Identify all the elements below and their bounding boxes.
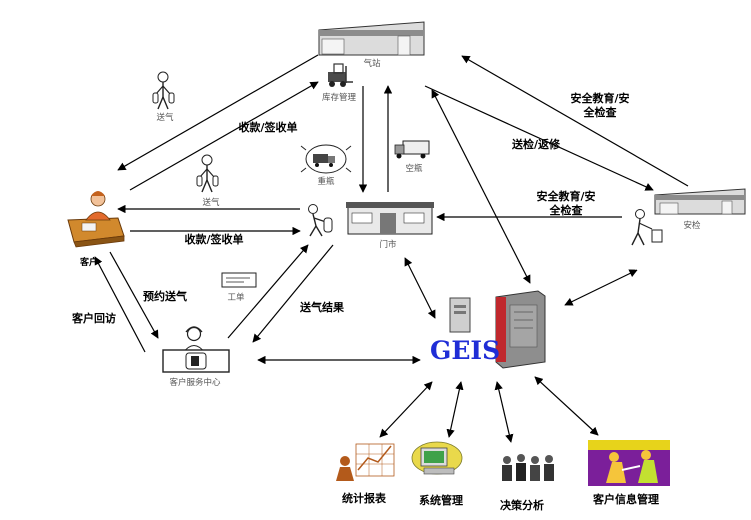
customer-info-people-icon (588, 440, 670, 486)
sysmgmt-label: 系统管理 (419, 493, 463, 507)
customer-label: 客户 (79, 256, 98, 268)
person-carrying-icon (152, 71, 175, 110)
connector-arrows (94, 54, 689, 443)
work-order-ticket-icon (221, 272, 257, 288)
geis-server-icon (449, 290, 546, 369)
arrow-station-geis (431, 89, 531, 284)
delivery-check-label: 送检/返修 (511, 137, 561, 151)
decision-analysis-people-icon (502, 454, 554, 481)
songqi-mid-label: 送气 (202, 197, 220, 208)
person-carrying-mid-icon (196, 154, 219, 193)
safety-mid-label: 安全教育/安全检查 (536, 189, 595, 217)
system-management-computer-icon (411, 441, 463, 475)
store-building-icon (346, 202, 434, 235)
songqi-top-label: 送气 (156, 112, 174, 123)
arrow-geis-stats (379, 381, 433, 438)
store-label: 门市 (379, 239, 397, 250)
arrow-store-to-service (252, 244, 334, 343)
arrow-store-geis (404, 257, 436, 319)
arrow-station-to-customer (117, 54, 319, 171)
arrow-geis-sysmgmt (446, 381, 464, 438)
arrow-geis-decision (494, 381, 514, 443)
geis-label: GEIS (430, 336, 500, 365)
empty-bottle-truck-icon (394, 140, 430, 159)
callback-label: 客户回访 (71, 311, 116, 325)
store-worker-icon (308, 204, 333, 237)
arrow-geis-custinfo (534, 376, 599, 436)
appointment-label: 预约送气 (143, 289, 187, 303)
safety-top-label: 安全教育/安全检查 (570, 91, 629, 119)
delivery-result-label: 送气结果 (299, 300, 344, 314)
customer-at-desk-icon (67, 191, 125, 248)
inspection-label: 安检 (683, 220, 701, 231)
service-center-operator-icon (162, 326, 230, 373)
gas-station-label: 气站 (363, 58, 381, 69)
collect-mid-label: 收款/签收单 (184, 232, 243, 246)
inspection-building-icon (654, 188, 746, 215)
heavy-bottle-label: 重瓶 (317, 176, 335, 187)
inventory-label: 库存管理 (322, 92, 357, 103)
stats-report-chart-icon (336, 443, 395, 481)
arrow-customer-to-service (109, 251, 159, 339)
gas-station-building-icon (318, 21, 425, 56)
arrow-service-to-customer (94, 256, 146, 353)
stats-label: 统计报表 (342, 491, 387, 505)
inspector-worker-icon (631, 209, 663, 246)
custinfo-label: 客户信息管理 (592, 492, 659, 506)
empty-bottle-label: 空瓶 (405, 163, 423, 174)
arrow-inspection-to-station (461, 55, 689, 187)
service-center-label: 客户服务中心 (169, 377, 221, 388)
forklift-icon (328, 63, 353, 87)
work-order-label: 工单 (227, 292, 245, 303)
collect-top-label: 收款/签收单 (238, 120, 297, 134)
arrow-customer-to-station (129, 81, 319, 191)
arrow-service-to-store (227, 244, 309, 339)
arrow-inspection-geis (564, 269, 638, 306)
heavy-bottle-truck-icon (300, 144, 352, 174)
arrow-station-to-inspection (424, 85, 654, 191)
decision-label: 决策分析 (500, 498, 544, 512)
